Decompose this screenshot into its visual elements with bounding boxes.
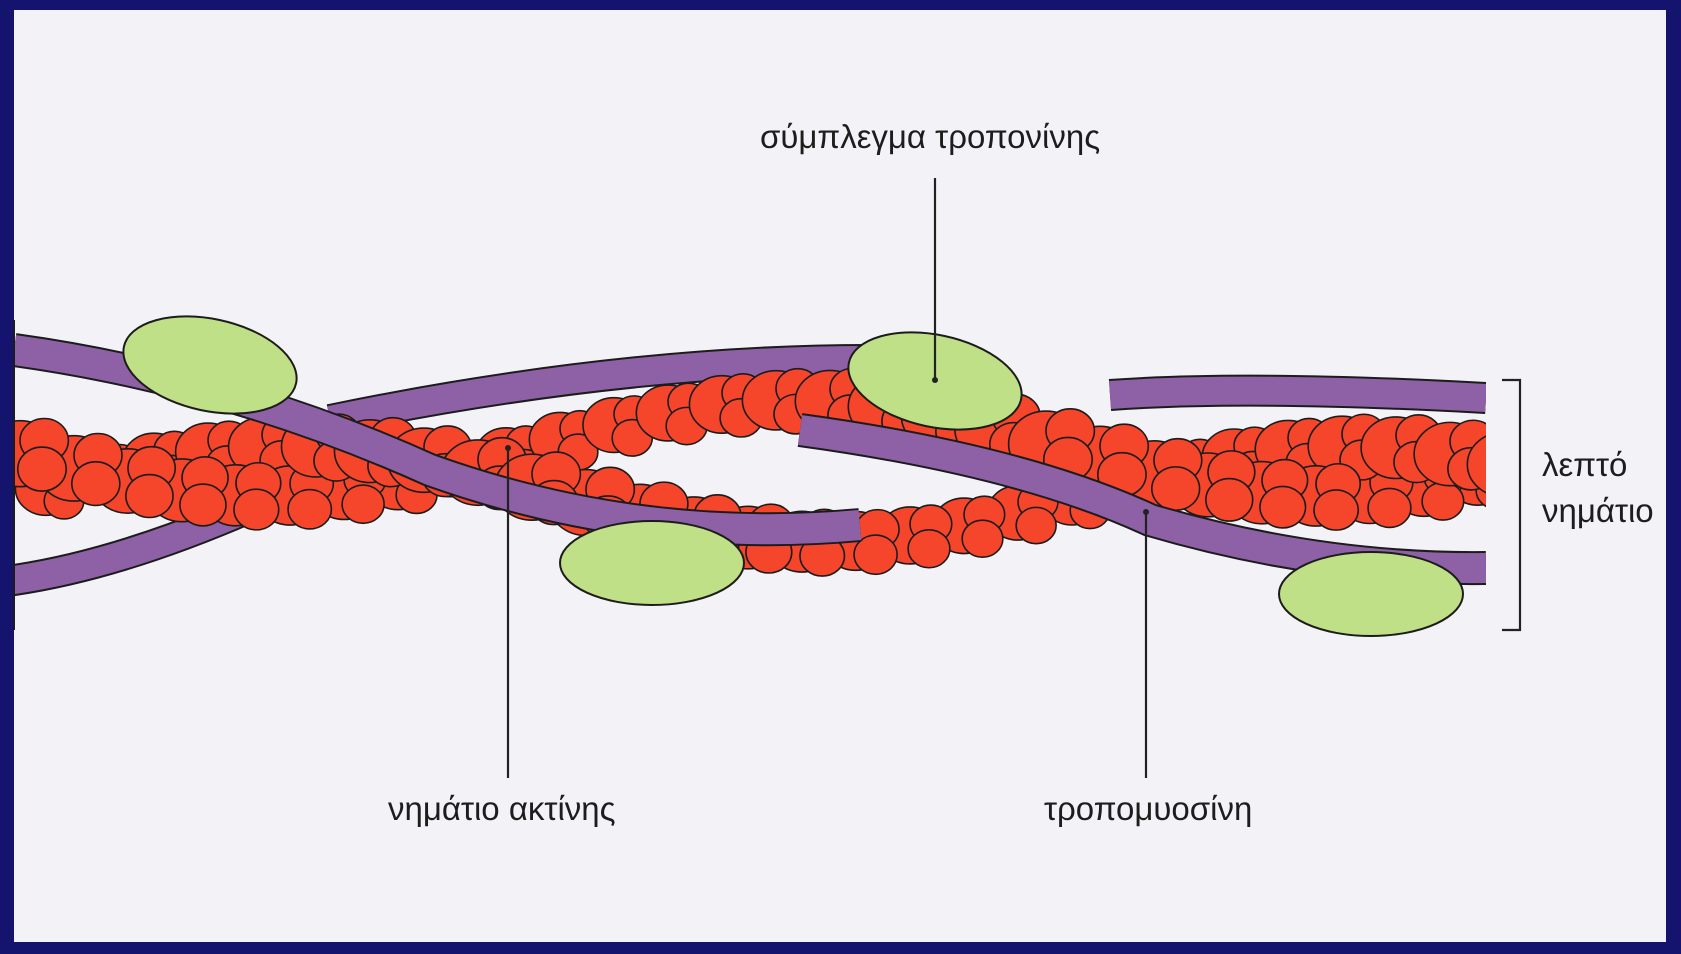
troponin-complex-label: σύμπλεγμα τροπονίνης bbox=[760, 118, 1100, 155]
tropomyosin-leader-dot bbox=[1143, 509, 1149, 515]
thin-filament-label-line1: λεπτό bbox=[1542, 446, 1627, 483]
thin-filament-label-line2: νημάτιο bbox=[1542, 492, 1654, 529]
actin-leader-dot bbox=[505, 445, 511, 451]
actin-filament-label: νημάτιο ακτίνης bbox=[388, 790, 616, 827]
troponin-leader-dot bbox=[932, 377, 938, 383]
troponin-complex bbox=[1279, 552, 1463, 636]
troponin-complex bbox=[560, 521, 744, 605]
tropomyosin-label: τροπομυοσίνη bbox=[1044, 790, 1252, 827]
